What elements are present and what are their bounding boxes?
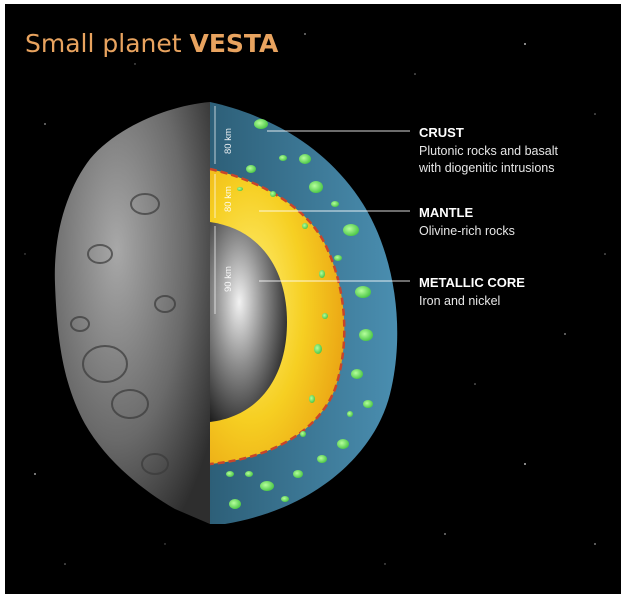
mantle-thickness: 80 km — [223, 186, 234, 212]
mantle-desc-line-1: Olivine-rich rocks — [419, 224, 515, 238]
cutaway-illustration: Small planet VESTA — [24, 29, 606, 565]
label-core: METALLIC CORE Iron and nickel — [419, 275, 525, 308]
asteroid-surface — [54, 102, 210, 524]
stars — [24, 33, 606, 565]
crust-thickness: 80 km — [223, 128, 234, 154]
thickness-markers: 80 km 80 km 90 km — [214, 106, 234, 314]
space-background: Small planet VESTA — [5, 4, 621, 594]
mantle-label: MANTLE — [419, 205, 473, 220]
craters — [70, 193, 176, 475]
leader-lines — [259, 130, 410, 282]
crust-desc-line-2: with diogenitic intrusions — [418, 161, 555, 175]
core-desc-line-1: Iron and nickel — [419, 294, 500, 308]
label-mantle: MANTLE Olivine-rich rocks — [419, 205, 515, 238]
metallic-core — [210, 222, 287, 422]
diagram-title: Small planet VESTA — [25, 29, 279, 58]
core-label: METALLIC CORE — [419, 275, 525, 290]
crust-mantle-boundary — [209, 167, 346, 466]
core-thickness: 90 km — [223, 266, 234, 292]
crust-label: CRUST — [419, 125, 464, 140]
crust-desc-line-1: Plutonic rocks and basalt — [419, 144, 558, 158]
diogenitic-inclusions — [226, 119, 373, 509]
label-crust: CRUST Plutonic rocks and basalt with dio… — [418, 125, 558, 175]
